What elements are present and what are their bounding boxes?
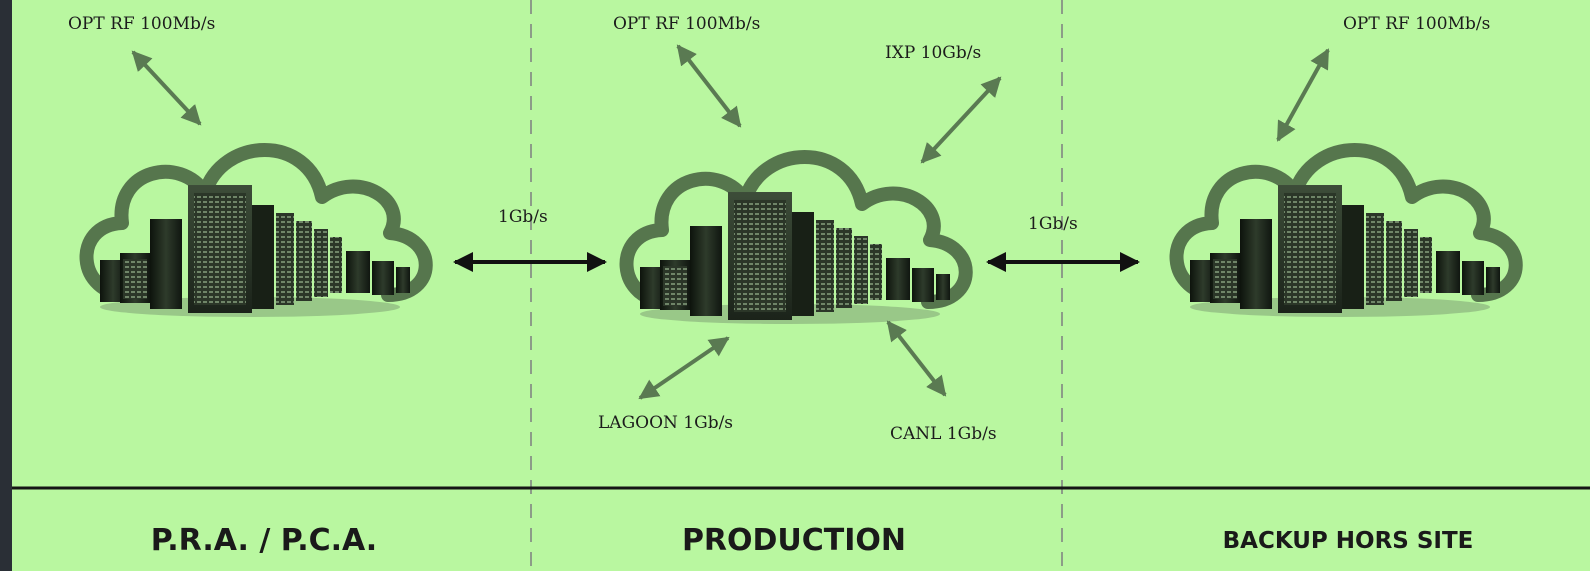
label-prod-backup-link: 1Gb/s bbox=[1028, 214, 1078, 234]
label-prod-opt-rf: OPT RF 100Mb/s bbox=[613, 14, 760, 34]
arrow-prod-ixp bbox=[920, 76, 1002, 164]
section-title-backup: BACKUP HORS SITE bbox=[1223, 528, 1474, 554]
label-backup-opt-rf: OPT RF 100Mb/s bbox=[1343, 14, 1490, 34]
section-title-pra: P.R.A. / P.C.A. bbox=[151, 523, 377, 558]
label-prod-ixp: IXP 10Gb/s bbox=[885, 43, 981, 63]
label-prod-lagoon: LAGOON 1Gb/s bbox=[598, 413, 733, 433]
arrow-backup-opt-rf bbox=[1276, 48, 1330, 142]
arrow-prod-opt-rf bbox=[676, 44, 742, 128]
arrow-prod-lagoon bbox=[638, 336, 730, 400]
arrow-pra-opt-rf bbox=[131, 50, 202, 126]
label-prod-canl: CANL 1Gb/s bbox=[890, 424, 997, 444]
arrow-prod-canl bbox=[886, 320, 947, 397]
label-pra-prod-link: 1Gb/s bbox=[498, 207, 548, 227]
section-title-production: PRODUCTION bbox=[682, 523, 906, 558]
label-pra-opt-rf: OPT RF 100Mb/s bbox=[68, 14, 215, 34]
